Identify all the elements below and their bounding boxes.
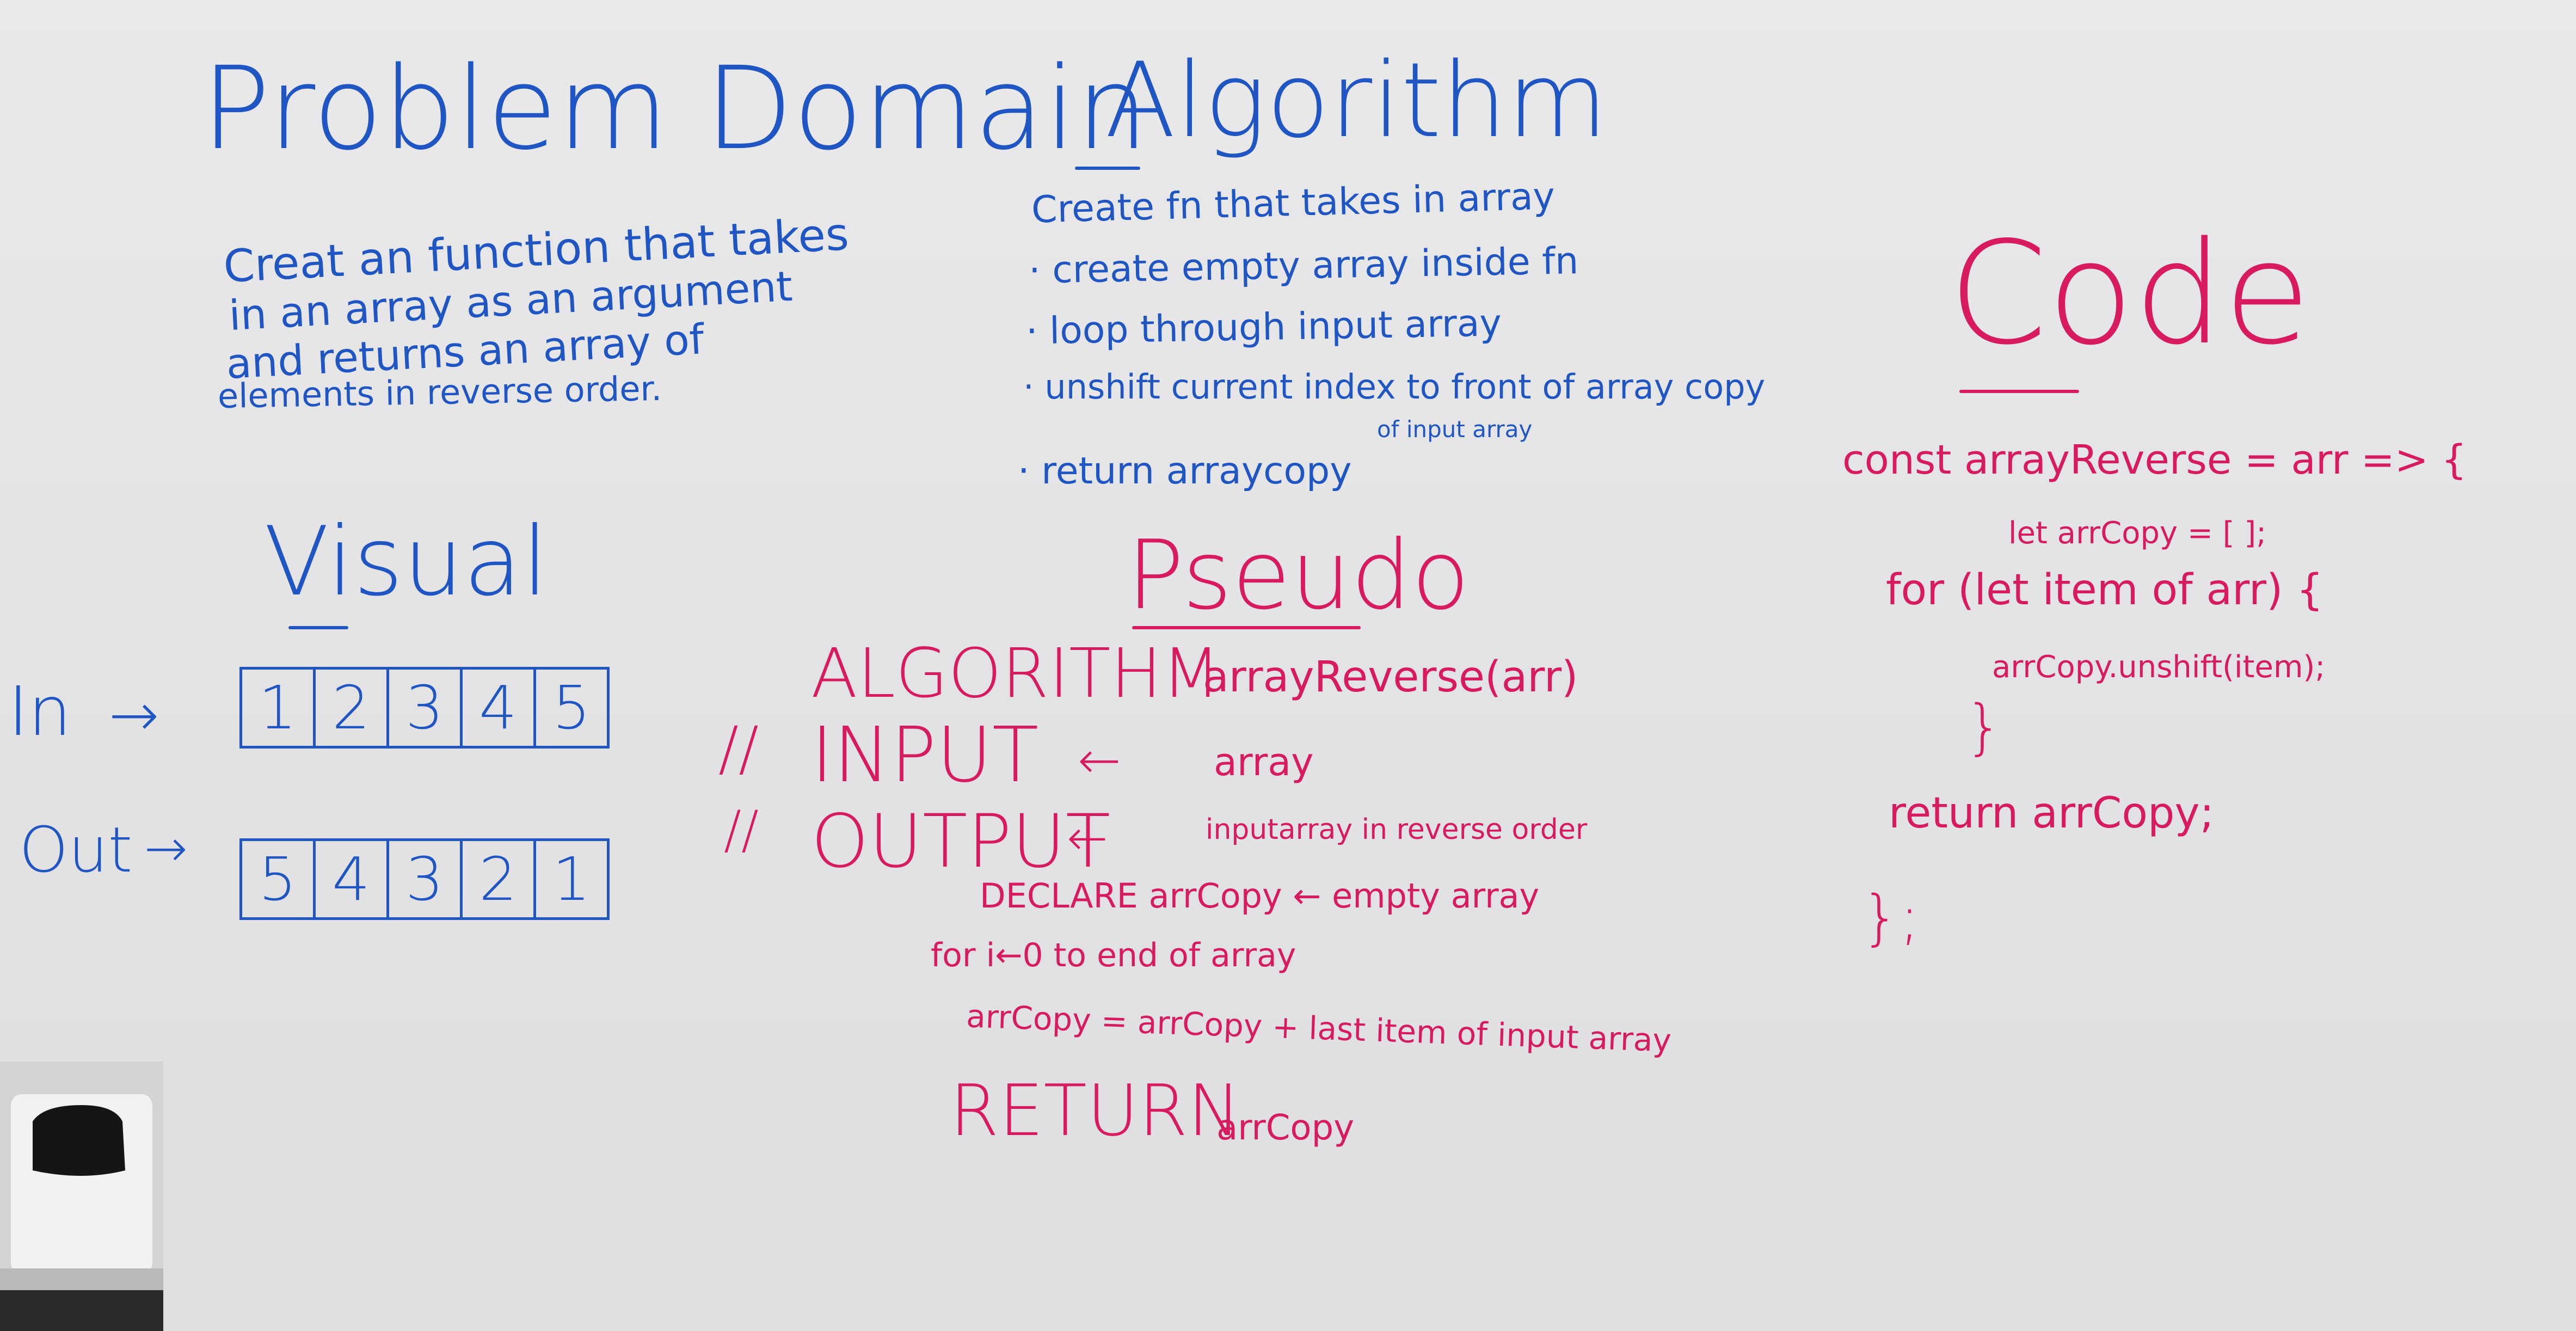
array-cell: 2 (463, 841, 536, 917)
pseudo-algorithm-name: arrayReverse(arr) (1203, 653, 1578, 702)
code-line-1: const arrayReverse = arr => { (1842, 437, 2467, 483)
pseudo-output-keyword: OUTPUT (811, 799, 1111, 884)
pseudo-input-arrow: ← (1078, 731, 1121, 790)
bullet: · (1018, 450, 1042, 493)
code-line-3: for (let item of arr) { (1886, 566, 2323, 615)
pseudo-algorithm-keyword: ALGORITHM (811, 634, 1221, 713)
code-title: Code (1948, 212, 2311, 376)
algorithm-title: Algorithm (1105, 40, 1608, 161)
input-array-boxes: 1 2 3 4 5 (239, 667, 610, 749)
whiteboard-eraser (0, 1062, 163, 1331)
array-cell: 1 (242, 670, 316, 746)
visual-out-label: Out (19, 814, 133, 887)
output-array-boxes: 5 4 3 2 1 (239, 838, 610, 920)
pseudo-for-loop: for i←0 to end of array (931, 936, 1296, 974)
algorithm-step-1: Create fn that takes in array (1031, 175, 1556, 232)
algorithm-step-3: · loop through input array (1025, 302, 1502, 353)
pseudo-title-underline (1132, 626, 1361, 629)
algorithm-step-5: · return arraycopy (1018, 453, 1351, 490)
visual-title: Visual (264, 507, 549, 617)
array-cell: 1 (552, 844, 591, 914)
code-line-6: return arrCopy; (1889, 789, 2214, 838)
pseudo-return-keyword: RETURN (950, 1069, 1241, 1152)
pseudo-declare: DECLARE arrCopy ← empty array (980, 876, 1540, 916)
algorithm-step-4: · unshift current index to front of arra… (1023, 370, 1765, 404)
code-line-7: }; (1861, 882, 1920, 952)
array-cell: 4 (463, 670, 536, 746)
array-cell: 2 (316, 670, 389, 746)
visual-title-underline (288, 626, 348, 629)
pseudo-output-comment: // (724, 800, 759, 860)
code-line-4: arrCopy.unshift(item); (1992, 649, 2326, 685)
code-title-underline (1959, 390, 2079, 393)
pseudo-assign: arrCopy = arrCopy + last item of input a… (966, 997, 1672, 1059)
visual-in-arrow: → (109, 680, 159, 750)
array-cell: 3 (389, 841, 463, 917)
pseudo-input-keyword: INPUT (811, 711, 1039, 800)
array-cell: 5 (242, 841, 316, 917)
visual-in-label: In (8, 672, 72, 751)
algorithm-annotation: of input array (1377, 416, 1533, 443)
pseudo-title: Pseudo (1127, 520, 1470, 631)
code-line-2: let arrCopy = [ ]; (2008, 516, 2267, 551)
algorithm-step-2-text: create empty array inside fn (1052, 240, 1579, 292)
pseudo-input-comment: // (718, 714, 759, 783)
algorithm-step-5-text: return arraycopy (1041, 450, 1352, 493)
algorithm-step-4-text: unshift current index to front of array … (1044, 367, 1766, 407)
pseudo-output-desc: inputarray in reverse order (1206, 813, 1588, 846)
pseudo-return-value: arrCopy (1216, 1108, 1355, 1148)
pseudo-output-arrow: ← (1067, 809, 1108, 867)
problem-domain-line-4: elements in reverse order. (217, 368, 662, 416)
algorithm-step-3-text: loop through input array (1049, 302, 1502, 353)
bullet: · (1028, 249, 1053, 292)
pseudo-input-desc: array (1214, 740, 1314, 784)
array-cell: 4 (316, 841, 389, 917)
array-cell: 3 (389, 670, 463, 746)
visual-out-arrow: → (144, 819, 188, 879)
problem-domain-title: Problem Domain (201, 42, 1149, 175)
algorithm-step-2: · create empty array inside fn (1028, 240, 1579, 292)
array-cell: 5 (552, 673, 591, 743)
code-line-5: } (1965, 692, 2003, 762)
bullet: · (1023, 367, 1045, 407)
bullet: · (1025, 309, 1050, 353)
algorithm-title-underline (1075, 167, 1140, 170)
